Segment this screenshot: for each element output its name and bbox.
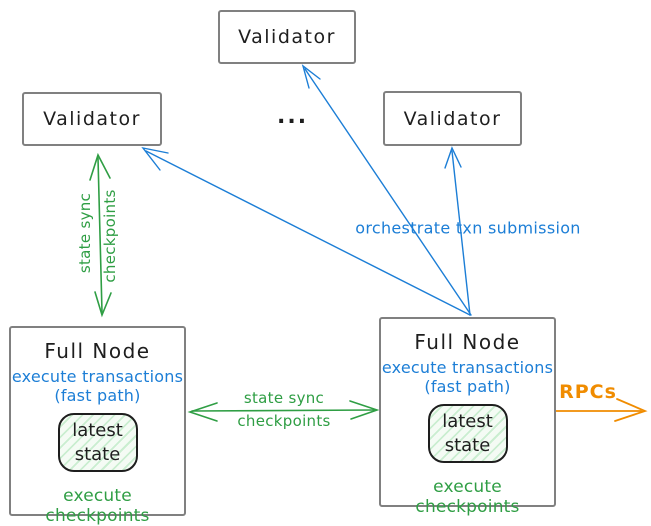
latest-state-line2: state [74, 443, 121, 465]
validator-right-label: Validator [403, 107, 502, 130]
full-node-left-fast-path: (fast path) [54, 386, 141, 405]
validator-right-box: Validator [383, 91, 522, 146]
full-node-right-exec-ckpt: execute checkpoints [415, 477, 520, 517]
latest-state-line1: latest [72, 420, 123, 442]
horizontal-state-sync-label-line2: checkpoints [237, 412, 331, 430]
validator-top-label: Validator [238, 26, 336, 48]
orchestrate-txn-submission-label: orchestrate txn submission [355, 218, 581, 238]
full-node-left-exec-txn: execute transactions [11, 367, 184, 386]
latest-state-line2: state [444, 434, 491, 456]
validator-left-label: Validator [43, 108, 141, 130]
latest-state-line1: latest [442, 411, 493, 433]
validator-top-box: Validator [218, 10, 356, 64]
validators-ellipsis: ... [277, 104, 309, 129]
validator-left-box: Validator [22, 92, 162, 146]
full-node-right-fast-path: (fast path) [424, 377, 511, 396]
full-node-left-box: Full Node execute transactions (fast pat… [9, 326, 186, 526]
full-node-right-exec-txn: execute transactions [381, 358, 554, 377]
full-node-right-latest-state-box: latest state [427, 404, 508, 463]
horizontal-state-sync-label-line1: state sync [243, 389, 325, 407]
full-node-left-latest-state-box: latest state [57, 413, 138, 472]
full-node-right-box: Full Node execute transactions (fast pat… [379, 317, 556, 517]
vertical-state-sync-label-line2: checkpoints [101, 189, 119, 283]
full-node-left-exec-ckpt: execute checkpoints [45, 486, 150, 526]
rpcs-label: RPCs [559, 381, 617, 403]
full-node-left-title: Full Node [44, 339, 151, 363]
vertical-state-sync-label-line1: state sync [76, 192, 94, 274]
full-node-right-title: Full Node [414, 330, 521, 354]
